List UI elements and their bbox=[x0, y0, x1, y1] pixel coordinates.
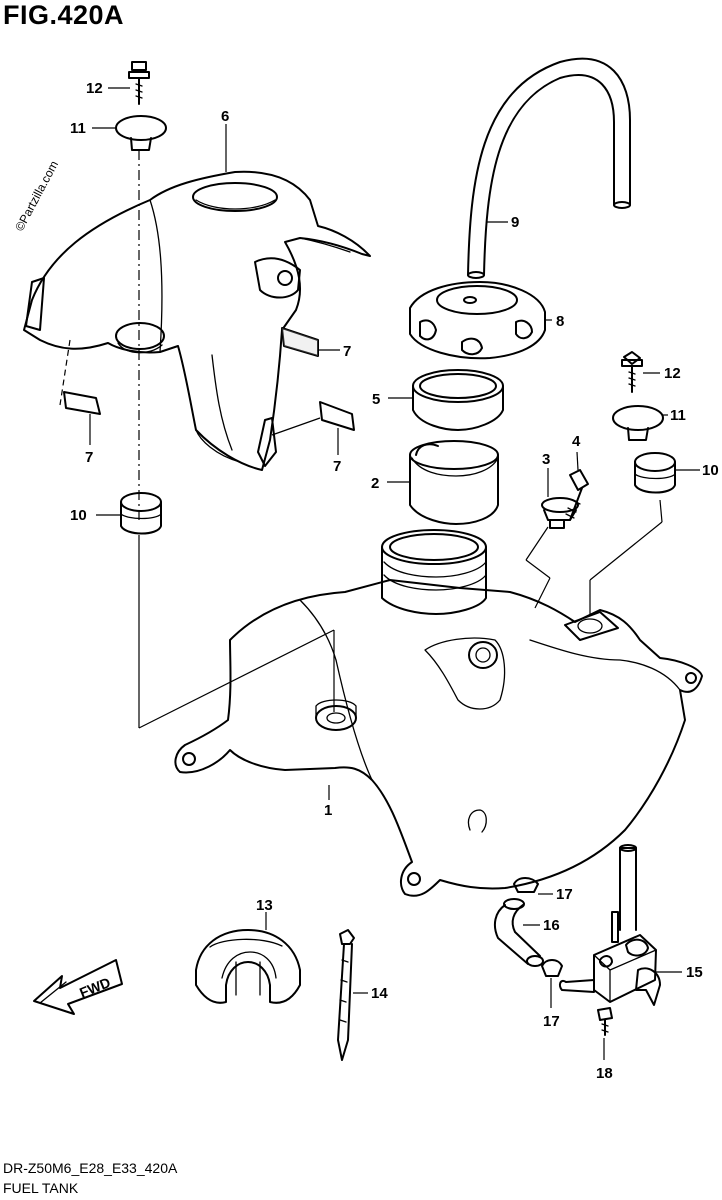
callout-labels: 12 11 6 9 8 7 7 7 5 12 11 4 3 2 10 10 1 … bbox=[70, 80, 719, 1082]
callout-11-lower: 11 bbox=[670, 407, 686, 424]
cushion-pads-7 bbox=[63, 327, 355, 455]
bolt-12-lower bbox=[621, 351, 660, 393]
diagram-caption: FUEL TANK bbox=[3, 1180, 79, 1196]
callout-13: 13 bbox=[256, 897, 273, 914]
fuel-tank-1 bbox=[174, 529, 703, 897]
cushion-13 bbox=[195, 912, 301, 1004]
callout-5: 5 bbox=[372, 391, 380, 408]
callout-9: 9 bbox=[511, 214, 519, 231]
callout-17-lower: 17 bbox=[543, 1013, 560, 1030]
callout-11-upper: 11 bbox=[70, 120, 86, 137]
fuel-cap-8 bbox=[409, 281, 552, 360]
callout-18: 18 bbox=[596, 1065, 613, 1082]
cap-gasket-5 bbox=[388, 369, 504, 431]
clamp-17-lower bbox=[541, 959, 563, 1008]
washer-11-lower bbox=[612, 405, 668, 441]
callout-12-upper: 12 bbox=[86, 80, 103, 97]
leader-lines bbox=[92, 87, 227, 172]
fuel-hose-16 bbox=[493, 898, 544, 967]
callout-7-right-upper: 7 bbox=[343, 343, 351, 360]
screw-18 bbox=[597, 1007, 613, 1060]
joint-3 bbox=[541, 468, 579, 529]
figure-title: FIG.420A bbox=[3, 0, 125, 30]
callout-8: 8 bbox=[556, 313, 564, 330]
callout-16: 16 bbox=[543, 917, 560, 934]
cushion-10-left bbox=[96, 492, 162, 535]
callout-10-left: 10 bbox=[70, 507, 87, 524]
callout-7-left: 7 bbox=[85, 449, 93, 466]
callout-15: 15 bbox=[686, 964, 703, 981]
callout-3: 3 bbox=[542, 451, 550, 468]
washer-11-upper bbox=[115, 115, 167, 151]
watermark: ©Partzilla.com bbox=[12, 158, 61, 233]
tank-cover-6 bbox=[23, 170, 371, 471]
breather-hose-9 bbox=[467, 57, 631, 279]
cable-tie-14 bbox=[337, 929, 368, 1061]
screw-4 bbox=[565, 451, 589, 521]
callout-1: 1 bbox=[324, 802, 332, 819]
fuel-cock-15 bbox=[558, 844, 682, 1006]
cushion-10-right bbox=[634, 452, 700, 494]
callout-6: 6 bbox=[221, 108, 229, 125]
clamp-17-upper bbox=[513, 877, 553, 895]
callout-10-right: 10 bbox=[702, 462, 719, 479]
diagram-code: DR-Z50M6_E28_E33_420A bbox=[3, 1160, 178, 1176]
callout-4: 4 bbox=[572, 433, 581, 450]
callout-7-right-lower: 7 bbox=[333, 458, 341, 475]
callout-17-upper: 17 bbox=[556, 886, 573, 903]
callout-12-lower: 12 bbox=[664, 365, 681, 382]
callout-2: 2 bbox=[371, 475, 379, 492]
fuel-filler-2 bbox=[387, 440, 499, 525]
bolt-12-upper bbox=[128, 61, 150, 105]
forward-arrow-icon: FWD bbox=[33, 959, 123, 1015]
assembly-lines bbox=[59, 150, 663, 729]
fwd-label: FWD bbox=[77, 974, 113, 1001]
callout-14: 14 bbox=[371, 985, 388, 1002]
